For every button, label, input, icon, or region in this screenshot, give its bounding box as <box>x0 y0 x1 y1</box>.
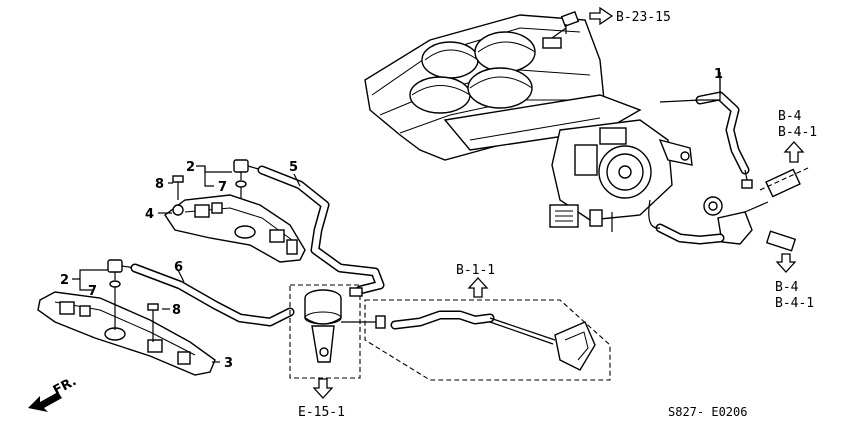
callout-part-8-upper: 8 <box>155 177 164 192</box>
callout-part-1: 1 <box>714 67 723 82</box>
down-arrow-icon <box>775 253 797 273</box>
leader-lines <box>72 72 721 363</box>
bolt-8-lower <box>147 303 159 342</box>
ref-b-4-1-top: B-4-1 <box>778 125 817 140</box>
b4-fitting-top <box>759 167 809 198</box>
connector-assembly <box>648 196 769 245</box>
callout-part-4: 4 <box>145 207 154 222</box>
hose-6 <box>130 263 295 327</box>
map-sensor-2-upper <box>233 159 263 198</box>
throttle-body <box>549 119 693 232</box>
hose-1 <box>659 72 753 189</box>
hose-5 <box>257 165 385 295</box>
front-arrow-icon <box>28 392 62 412</box>
front-label: FR. <box>51 374 79 399</box>
injector-base-3 <box>37 291 216 376</box>
callout-part-2-upper: 2 <box>186 160 195 175</box>
callout-part-2-lower: 2 <box>60 273 69 288</box>
ref-b-23-15: B-23-15 <box>616 10 671 25</box>
ref-b-4-bottom: B-4 <box>775 280 799 295</box>
front-direction-marker: FR. <box>28 374 79 412</box>
callout-part-7-upper: 7 <box>218 180 227 195</box>
callout-part-6: 6 <box>174 260 183 275</box>
up-arrow-icon <box>467 277 489 298</box>
ref-b-1-1: B-1-1 <box>456 263 495 278</box>
bolt-8-upper <box>172 175 184 200</box>
up-arrow-icon <box>783 141 805 163</box>
callout-part-5: 5 <box>289 160 298 175</box>
down-arrow-icon <box>312 378 334 399</box>
ref-e-15-1: E-15-1 <box>298 405 345 420</box>
callout-part-3: 3 <box>224 356 233 371</box>
pipe-assembly-b1-1 <box>364 299 611 381</box>
right-arrow-icon <box>589 6 614 26</box>
diagram-code: S827- E0206 <box>668 405 747 419</box>
ref-b-4-top: B-4 <box>778 109 802 124</box>
ref-b-4-1-bottom: B-4-1 <box>775 296 814 311</box>
callout-part-7-lower: 7 <box>88 284 97 299</box>
callout-part-8-lower: 8 <box>172 303 181 318</box>
injector-base-4 <box>164 194 306 263</box>
map-sensor-2-lower <box>107 259 136 330</box>
b4-fitting-bottom <box>765 230 797 252</box>
intake-manifold <box>364 11 642 161</box>
vacuum-tank-valve <box>289 284 376 379</box>
